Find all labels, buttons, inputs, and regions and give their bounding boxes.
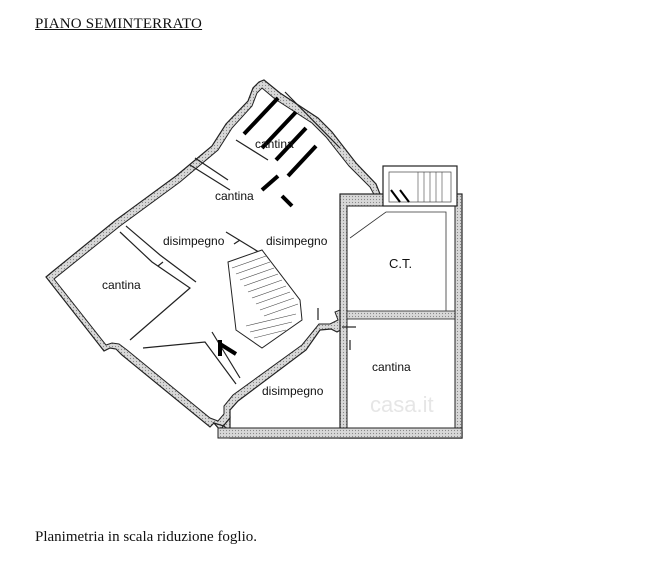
- room-label-disimpegno-right: disimpegno: [266, 234, 328, 248]
- room-label-disimpegno-left: disimpegno: [163, 234, 225, 248]
- room-label-ct: C.T.: [389, 256, 412, 271]
- room-label-disimpegno-bottom: disimpegno: [262, 384, 324, 398]
- right-block: [339, 165, 463, 439]
- room-label-cantina-right: cantina: [372, 360, 411, 374]
- page-title: PIANO SEMINTERRATO: [35, 16, 203, 32]
- watermark: casa.it: [370, 392, 434, 417]
- door-breaks: [157, 239, 356, 350]
- bottom-strip: [212, 416, 463, 439]
- room-label-cantina-left: cantina: [102, 278, 141, 292]
- room-label-cantina-upper: cantina: [215, 189, 254, 203]
- room-label-cantina-top: cantina: [255, 137, 294, 151]
- central-stair: [227, 249, 303, 349]
- plan-caption: Planimetria in scala riduzione foglio.: [35, 529, 258, 545]
- shelf-marks: [218, 96, 318, 356]
- outer-walls: [45, 79, 387, 431]
